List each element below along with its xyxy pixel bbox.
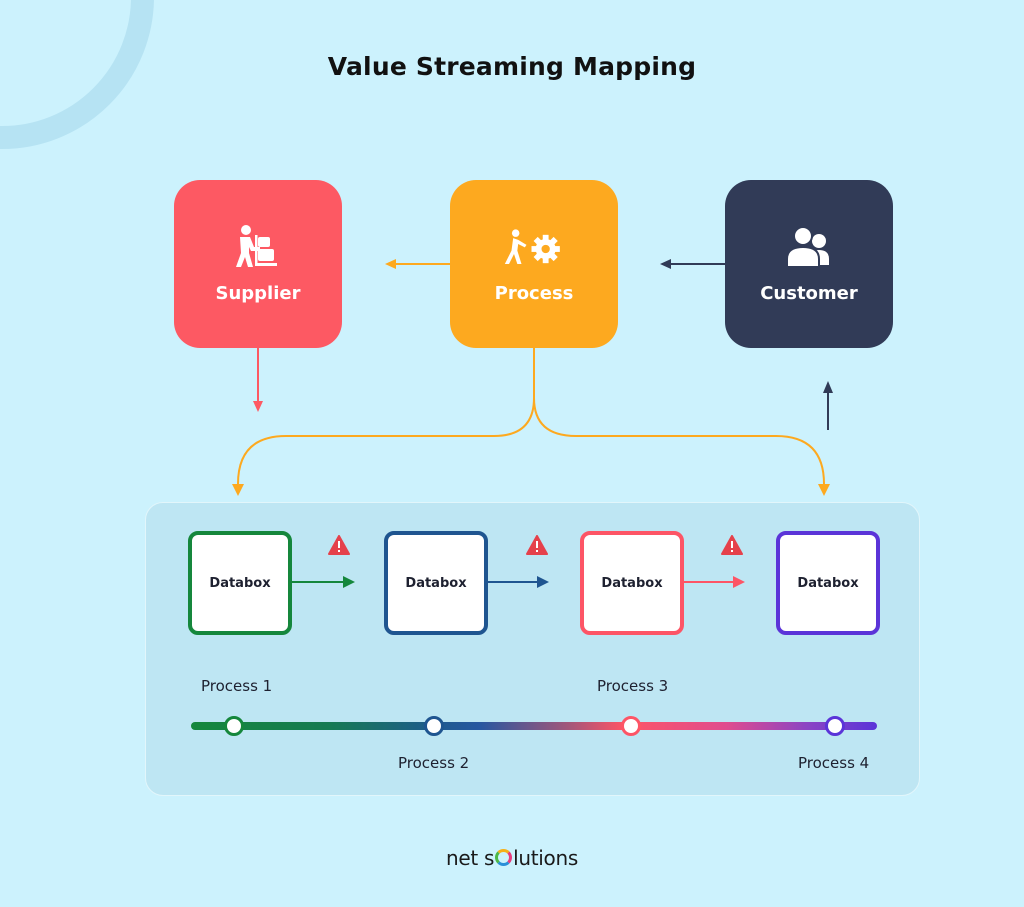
timeline-node-2	[424, 716, 444, 736]
timeline-node-3	[621, 716, 641, 736]
databox-4: Databox	[776, 531, 880, 635]
supplier-label: Supplier	[215, 282, 301, 304]
process-timeline	[191, 722, 877, 730]
brand-logo: net s lutions	[0, 846, 1024, 870]
arrowhead-branch-right	[818, 484, 830, 496]
customer-card: Customer	[725, 180, 893, 348]
person-pushing-gear-icon	[504, 228, 560, 264]
timeline-label-process-1: Process 1	[201, 677, 273, 695]
branch-process-to-databox-4	[533, 397, 825, 485]
process-label: Process	[494, 282, 574, 304]
arrowhead-databox-2-to-3	[537, 576, 549, 588]
brand-ring-icon	[495, 849, 513, 866]
warning-icon	[328, 535, 350, 555]
brand-text-suffix: lutions	[513, 846, 578, 870]
warning-icon	[526, 535, 548, 555]
users-icon	[786, 225, 829, 268]
timeline-node-4	[825, 716, 845, 736]
supplier-card: Supplier	[174, 180, 342, 348]
worker-with-cart-icon	[236, 224, 277, 267]
warning-icon	[721, 535, 743, 555]
arrowhead-process-to-supplier	[385, 259, 396, 269]
arrowhead-up-to-customer	[823, 381, 833, 393]
brand-text-prefix: net s	[446, 846, 495, 870]
timeline-node-1	[224, 716, 244, 736]
databox-1: Databox	[188, 531, 292, 635]
branch-process-to-databox-1	[237, 348, 535, 485]
diagram-title: Value Streaming Mapping	[327, 52, 697, 81]
arrowhead-databox-3-to-4	[733, 576, 745, 588]
customer-label: Customer	[760, 282, 858, 304]
timeline-label-process-3: Process 3	[597, 677, 669, 695]
arrowhead-databox-1-to-2	[343, 576, 355, 588]
process-card: Process	[450, 180, 618, 348]
databox-2: Databox	[384, 531, 488, 635]
arrowhead-customer-to-process	[660, 259, 671, 269]
timeline-label-process-2: Process 2	[398, 754, 470, 772]
databox-3: Databox	[580, 531, 684, 635]
timeline-label-process-4: Process 4	[798, 754, 870, 772]
arrowhead-supplier-down	[253, 401, 263, 412]
arrowhead-branch-left	[232, 484, 244, 496]
